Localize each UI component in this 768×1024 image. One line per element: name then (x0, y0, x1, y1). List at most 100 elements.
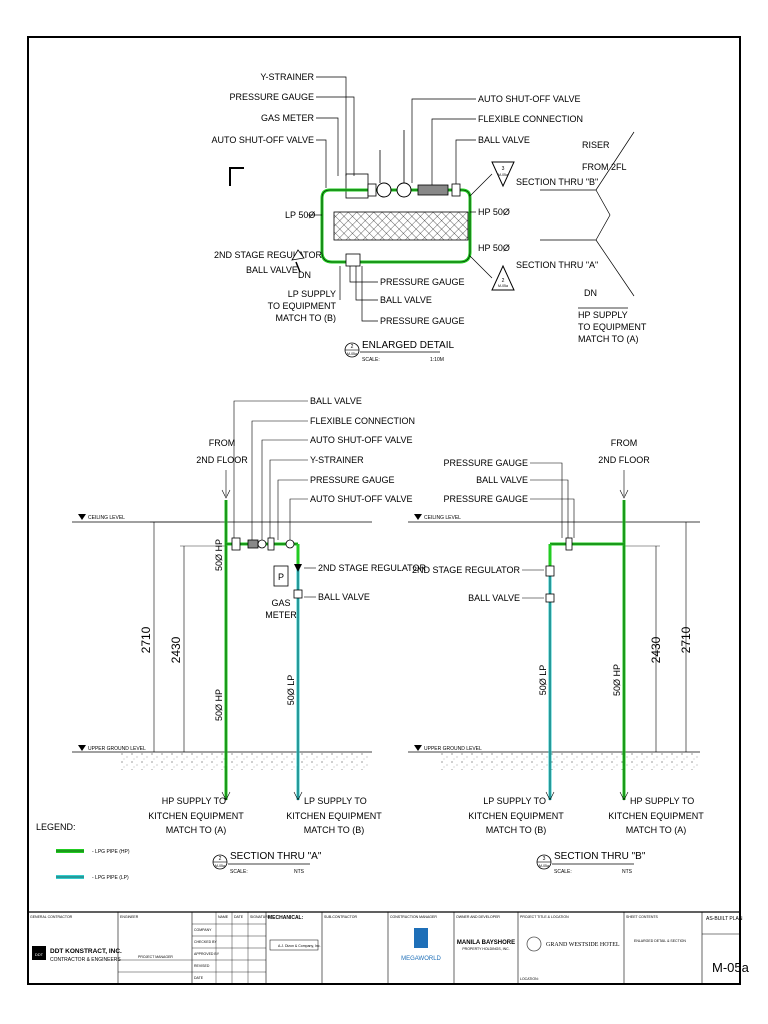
tb-manila-bayshore: MANILA BAYSHORE (457, 940, 515, 946)
gas-meter-a (273, 565, 289, 587)
tb-project-title: PROJECT TITLE & LOCATION (520, 915, 569, 919)
svg-text:2: 2 (502, 278, 505, 284)
tb-engineer: ENGINEER (120, 915, 139, 919)
sheet-border (27, 36, 741, 985)
tb-megaworld: MEGAWORLD (401, 956, 441, 962)
ball-valve (451, 183, 461, 197)
label-section-b: SECTION THRU "B" (516, 177, 598, 187)
label-pressure-gauge-b1: PRESSURE GAUGE (380, 277, 465, 287)
svg-text:NTS: NTS (622, 869, 633, 875)
enlarged-detail-title: ENLARGED DETAIL (362, 340, 454, 351)
tb-contractor-name: DDT KONSTRACT, INC. (50, 948, 122, 955)
svg-text:CEILING LEVEL: CEILING LEVEL (424, 515, 461, 521)
label-dn: DN (298, 270, 311, 280)
label-gas-meter: GAS METER (261, 113, 315, 123)
tb-row-revised: REVISED (194, 964, 210, 968)
label-b-pressure-gauge-1: PRESSURE GAUGE (443, 458, 528, 468)
legend-lp-label: - LPG PIPE (LP) (92, 875, 129, 881)
label-lp-supply-2: TO EQUIPMENT (268, 301, 337, 311)
tb-sheet-contents: SHEET CONTENTS (626, 915, 658, 919)
label-hp-size-2: HP 50Ø (478, 243, 510, 253)
label-a-lp-supply-1: LP SUPPLY TO (304, 796, 367, 806)
label-a-lp-supply-3: MATCH TO (B) (304, 825, 365, 835)
label-a-y-strainer: Y-STRAINER (310, 455, 364, 465)
section-b-marker (491, 161, 515, 188)
svg-text:M-05a: M-05a (498, 284, 508, 288)
y-strainer-valve (376, 182, 392, 198)
svg-text:M-05a: M-05a (347, 352, 357, 356)
svg-text:CEILING LEVEL: CEILING LEVEL (88, 515, 125, 521)
label-auto-shutoff-right: AUTO SHUT-OFF VALVE (478, 94, 581, 104)
tb-row-date: DATE (194, 976, 204, 980)
svg-text:P: P (278, 572, 284, 582)
tb-row-approved: APPROVED BY (194, 952, 220, 956)
label-b-hp: 50Ø HP (612, 664, 622, 696)
gas-meter-box (345, 173, 369, 199)
label-b-hp-supply-2: KITCHEN EQUIPMENT (608, 811, 704, 821)
tb-col-signature: SIGNATURE (250, 915, 271, 919)
label-a-ball-valve-2: BALL VALVE (318, 592, 370, 602)
svg-text:2: 2 (219, 856, 222, 862)
tb-contractor-sub: CONTRACTOR & ENGINEERS (50, 957, 121, 963)
label-auto-shutoff-left: AUTO SHUT-OFF VALVE (211, 135, 314, 145)
label-ball-valve: BALL VALVE (478, 135, 530, 145)
label-lp-size: LP 50Ø (285, 210, 315, 220)
megaworld-logo (414, 928, 428, 948)
label-a-hp-upper: 50Ø HP (214, 539, 224, 571)
label-a-ball-valve: BALL VALVE (310, 396, 362, 406)
label-ball-valve-b: BALL VALVE (380, 295, 432, 305)
label-b-2nd-floor: 2ND FLOOR (598, 455, 650, 465)
svg-text:3: 3 (502, 166, 505, 172)
label-hp-size-1: HP 50Ø (478, 207, 510, 217)
label-lp-supply-1: LP SUPPLY (288, 289, 336, 299)
label-a-lp-supply-2: KITCHEN EQUIPMENT (286, 811, 382, 821)
tb-row-checked: CHECKED BY (194, 940, 217, 944)
label-b-lp: 50Ø LP (538, 665, 548, 696)
svg-text:SCALE:: SCALE: (554, 869, 572, 875)
tb-contents: ENLARGED DETAIL & SECTION (634, 939, 686, 943)
section-b-title: SECTION THRU "B" (554, 851, 646, 862)
label-a-hp-supply-2: KITCHEN EQUIPMENT (148, 811, 244, 821)
tb-owner-developer: OWNER AND DEVELOPER (456, 915, 500, 919)
label-riser-from: FROM 2FL (582, 162, 627, 172)
tb-project-manager: PROJECT MANAGER (138, 955, 173, 959)
flexible-connection (417, 184, 449, 196)
tb-col-date: DATE (234, 915, 244, 919)
label-flexible-connection: FLEXIBLE CONNECTION (478, 114, 583, 124)
legend-hp-label: - LPG PIPE (HP) (92, 849, 130, 855)
label-b-pressure-gauge-2: PRESSURE GAUGE (443, 494, 528, 504)
label-a-lp: 50Ø LP (286, 675, 296, 706)
svg-text:SCALE:: SCALE: (362, 357, 380, 363)
svg-text:M-05a: M-05a (539, 864, 549, 868)
section-thru-b: CEILING LEVEL UPPER GROUND LEVEL 2430 27… (408, 438, 704, 875)
label-pressure-gauge-b2: PRESSURE GAUGE (380, 316, 465, 326)
tb-mech-firm: A.J. Dizon & Company, Inc. (278, 944, 321, 948)
label-b-hp-supply-3: MATCH TO (A) (626, 825, 687, 835)
title-block: GENERAL CONTRACTOR DDT DDT KONSTRACT, IN… (28, 911, 750, 984)
tb-location: LOCATION: (520, 977, 539, 981)
detail-bracket (229, 167, 244, 186)
svg-text:1:10M: 1:10M (430, 357, 444, 363)
svg-text:UPPER GROUND LEVEL: UPPER GROUND LEVEL (88, 746, 146, 752)
tb-general-contractor: GENERAL CONTRACTOR (30, 915, 73, 919)
label-a-from: FROM (209, 438, 236, 448)
dim-2710-a: 2710 (139, 626, 153, 653)
enlarged-detail: Y-STRAINER PRESSURE GAUGE GAS METER AUTO… (211, 72, 646, 363)
tb-as-built: AS-BUILT PLAN (706, 916, 743, 922)
label-a-auto-shutoff-1: AUTO SHUT-OFF VALVE (310, 435, 413, 445)
label-pressure-gauge: PRESSURE GAUGE (229, 92, 314, 102)
label-a-hp-supply-1: HP SUPPLY TO (162, 796, 226, 806)
legend-title: LEGEND: (36, 822, 76, 832)
section-thru-a: CEILING LEVEL UPPER GROUND LEVEL 2710 24… (72, 396, 427, 875)
label-b-lp-supply-1: LP SUPPLY TO (483, 796, 546, 806)
tb-sheet-no: M-05a (712, 960, 750, 975)
section-a-marker (491, 264, 515, 291)
label-hp-dn: DN (584, 288, 597, 298)
label-b-ball-valve: BALL VALVE (476, 475, 528, 485)
label-b-lp-supply-2: KITCHEN EQUIPMENT (468, 811, 564, 821)
svg-text:NTS: NTS (294, 869, 305, 875)
auto-shutoff-valve (396, 182, 412, 198)
label-a-regulator: 2ND STAGE REGULATOR (318, 563, 427, 573)
dim-2430-a: 2430 (169, 636, 183, 663)
